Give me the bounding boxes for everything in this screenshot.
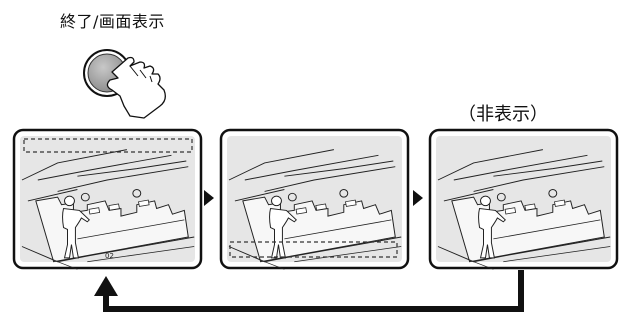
osd-top-area (23, 138, 193, 153)
screen-osd-top: 02 (12, 128, 203, 270)
next-arrow-icon (413, 190, 423, 206)
button-label: 終了/画面表示 (60, 12, 165, 31)
hidden-state-caption: （非表示） (458, 104, 548, 125)
hand-finger-lines (129, 65, 153, 83)
channel-number: 02 (105, 252, 114, 260)
screen-osd-hidden (428, 128, 619, 270)
arrow-up-icon (94, 276, 118, 296)
next-arrow-icon (204, 190, 214, 206)
hand-icon (106, 56, 166, 119)
return-loop-arrow (94, 270, 524, 312)
screen-osd-bottom (219, 128, 410, 270)
